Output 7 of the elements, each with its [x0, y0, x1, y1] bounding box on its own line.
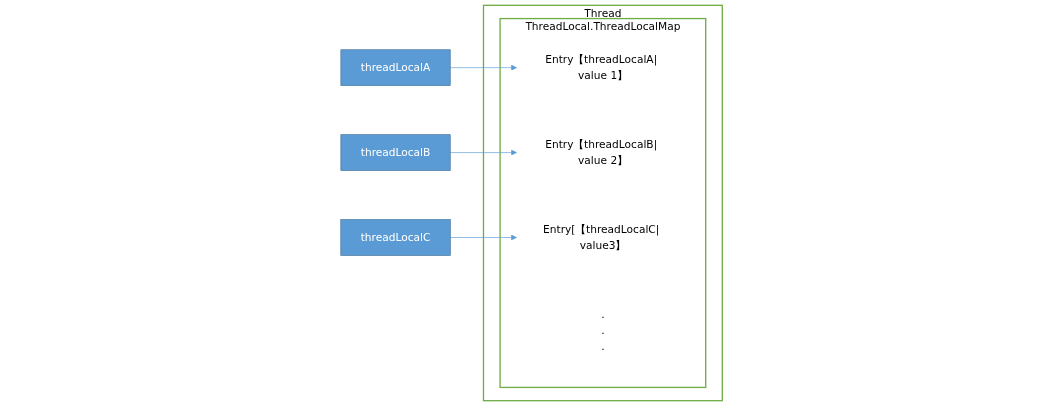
node-box: threadLocalB — [340, 134, 451, 171]
node-box: threadLocalA — [340, 49, 451, 86]
node-text: Entry【threadLocalB| value 2】 — [545, 137, 658, 167]
node-text: Entry【threadLocalA| value 1】 — [545, 53, 658, 82]
node-text: Entry[【threadLocalC| value3】 — [543, 222, 660, 252]
node-text: . . . — [601, 307, 605, 353]
node-box: threadLocalC — [340, 219, 451, 256]
